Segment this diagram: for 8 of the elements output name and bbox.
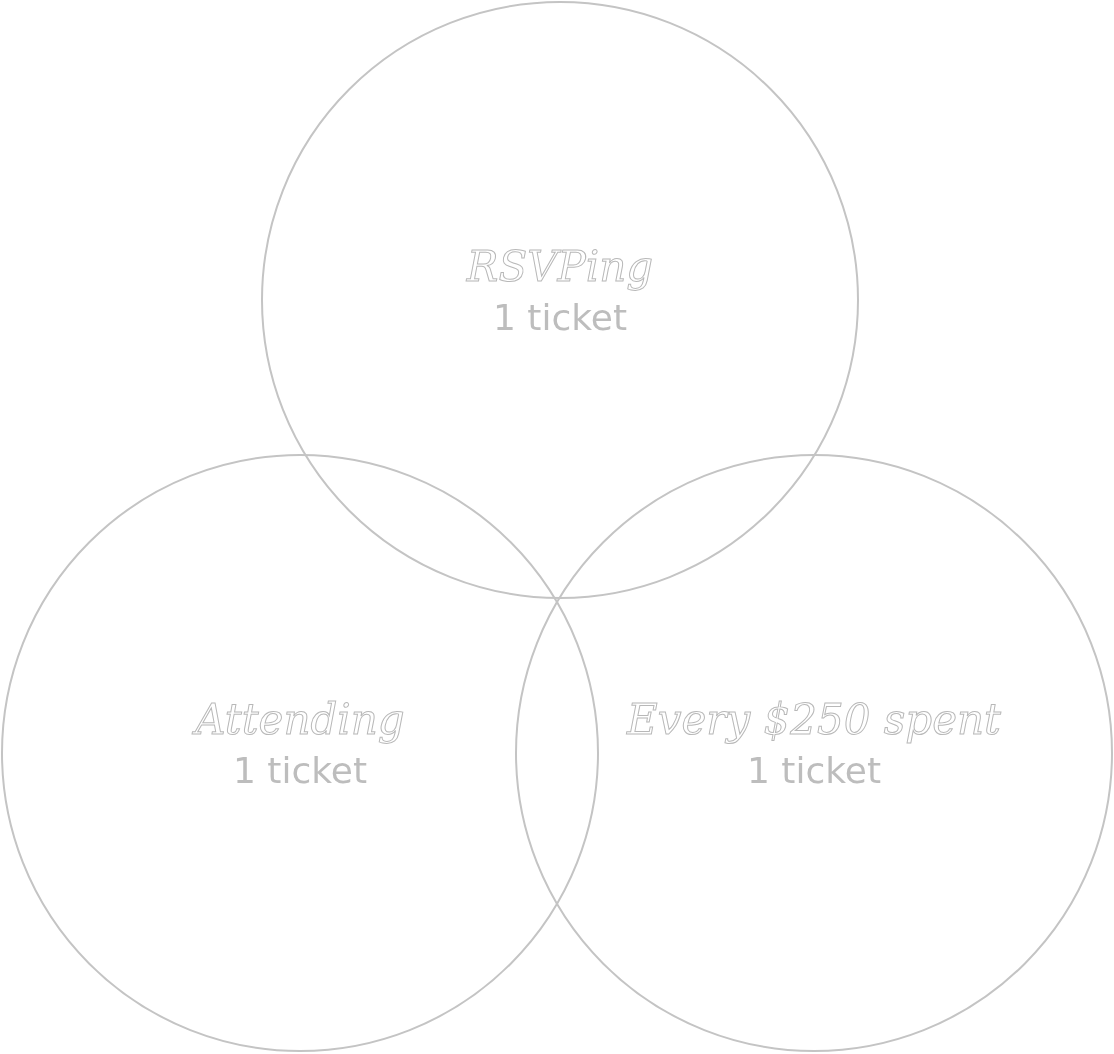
ticket-count: 1 ticket	[746, 749, 882, 793]
ticket-count: 1 ticket	[232, 749, 368, 793]
category-heading: Every $250 spent	[627, 697, 1001, 744]
ticket-count: 1 ticket	[492, 296, 628, 340]
category-heading: RSVPing	[466, 244, 654, 291]
venn-circle	[515, 454, 1113, 1052]
venn-circle	[261, 1, 859, 599]
venn-circle	[1, 454, 599, 1052]
